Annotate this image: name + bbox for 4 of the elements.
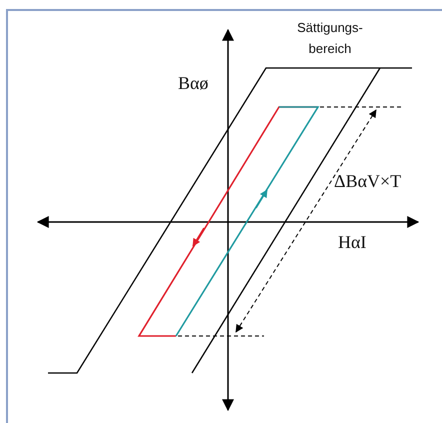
dimension-label: ΔBαV×T <box>334 171 402 192</box>
region-label: Sättigungs- bereich <box>296 19 364 58</box>
axis-label: HαI <box>338 232 366 253</box>
axis-label: Bαø <box>178 73 208 94</box>
